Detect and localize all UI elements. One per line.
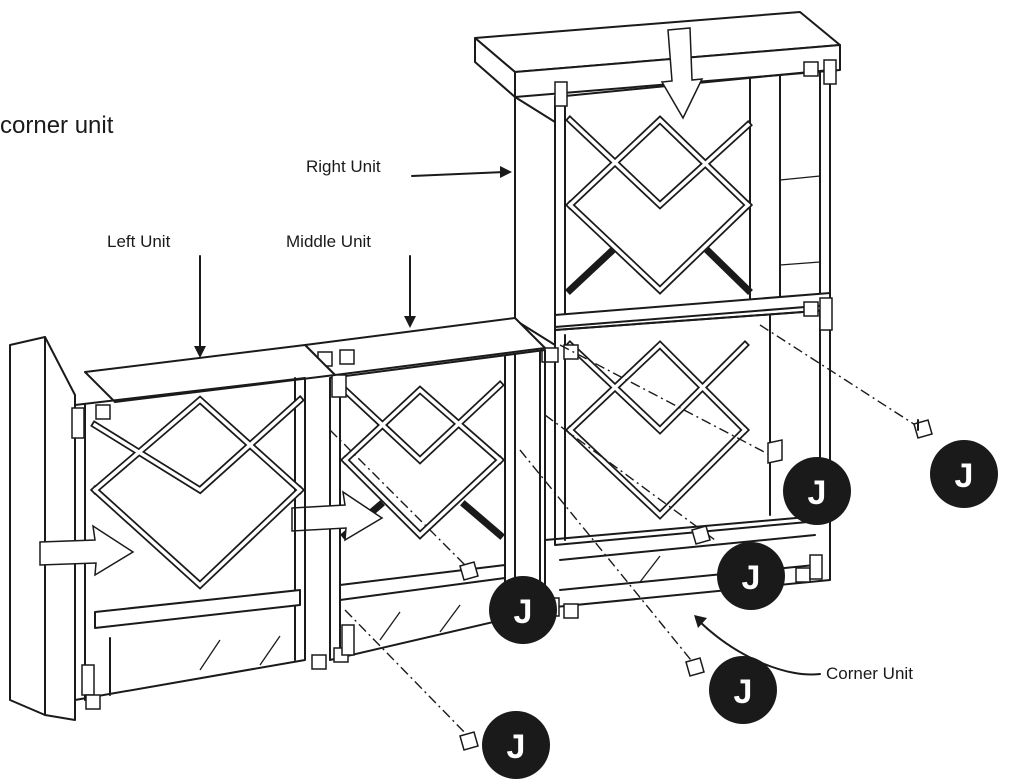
arrowhead-icon	[404, 316, 416, 328]
connector-clip-icon	[767, 439, 783, 464]
alignment-guides	[329, 324, 921, 741]
letter-badge-icon: J	[489, 576, 557, 644]
caption-text: corner unit	[0, 112, 114, 139]
insert-arrow-icon	[39, 524, 135, 577]
arrowhead-icon	[194, 346, 206, 358]
connector-clip-icon	[685, 657, 705, 677]
connector-clip-icon	[459, 731, 479, 751]
insert-arrow-icon	[291, 490, 384, 542]
part-badges: J J J J J J	[482, 440, 998, 779]
svg-text:J: J	[734, 673, 753, 711]
left-unit-label: Left Unit	[107, 232, 171, 251]
insert-arrow-icon	[660, 27, 704, 120]
right-unit	[474, 11, 841, 546]
svg-text:J: J	[507, 728, 526, 766]
letter-badge-icon: J	[482, 711, 550, 779]
connector-clip-icon	[459, 561, 479, 581]
svg-text:J: J	[955, 457, 974, 495]
corner-unit-label: Corner Unit	[826, 664, 913, 683]
arrowhead-icon	[694, 615, 707, 628]
left-unit	[9, 336, 336, 721]
letter-badge-icon: J	[783, 457, 851, 525]
letter-badge-icon: J	[717, 542, 785, 610]
svg-text:J: J	[808, 474, 827, 512]
middle-unit-label: Middle Unit	[286, 232, 371, 251]
letter-badge-icon: J	[709, 656, 777, 724]
right-unit-label: Right Unit	[306, 157, 381, 176]
callouts: corner unit Right Unit Left Unit Middle …	[0, 112, 913, 683]
connector-clip-icon	[913, 419, 933, 439]
arrowhead-icon	[500, 166, 512, 178]
svg-text:J: J	[514, 593, 533, 631]
corner-unit	[544, 514, 831, 619]
letter-badge-icon: J	[930, 440, 998, 508]
connector-clip-icon	[691, 525, 711, 545]
svg-text:J: J	[742, 559, 761, 597]
connector-clips	[459, 419, 933, 751]
